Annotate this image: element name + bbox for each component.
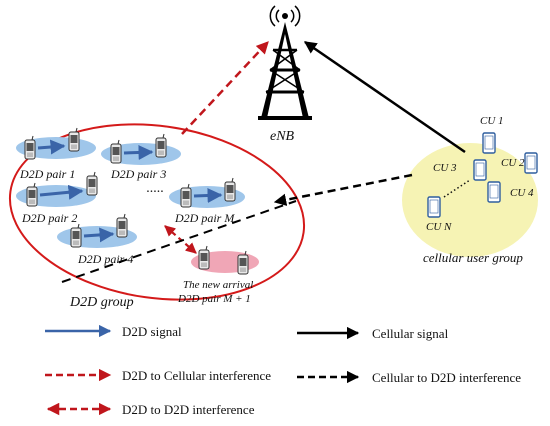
d2d-pair-4: D2D pair 4	[57, 213, 137, 266]
phone-icon	[224, 177, 236, 202]
phone-icon	[86, 171, 98, 196]
d2d-pair-m-label: D2D pair M	[174, 211, 235, 225]
cu-dotted-link	[443, 179, 471, 198]
legend: D2D signal Cellular signal D2D to Cellul…	[45, 324, 521, 417]
cellular-user-group-label: cellular user group	[423, 250, 523, 265]
d2d-signal-arrow	[83, 227, 115, 243]
phone-icon	[155, 133, 167, 158]
cu2-label: CU 2	[501, 157, 525, 169]
phone-icon	[110, 139, 122, 164]
tablet-icon	[473, 159, 487, 181]
d2d-pair-1-label: D2D pair 1	[19, 167, 75, 181]
legend-cellular-signal: Cellular signal	[297, 326, 449, 341]
tablet-icon	[427, 196, 441, 218]
phone-icon	[116, 213, 128, 238]
cellular-user-group-region	[402, 143, 538, 257]
legend-cellular-signal-label: Cellular signal	[372, 326, 449, 341]
enb-tower-icon	[258, 5, 312, 120]
group-boundary-dashed-line	[61, 200, 297, 283]
d2d-signal-arrow	[123, 144, 154, 160]
cun-label: CU N	[426, 221, 452, 233]
d2d-pair-2-label: D2D pair 2	[21, 211, 77, 225]
tablet-icon	[487, 181, 501, 203]
cu4-label: CU 4	[510, 187, 534, 199]
more-pairs-ellipsis: ·····	[146, 185, 164, 200]
cellular-users: CU 1 CU 2 CU 3 CU 4 CU N	[426, 115, 538, 233]
new-pair-label-line2: D2D pair M + 1	[177, 293, 251, 305]
new-pair-label-line1: The new arrival	[183, 279, 253, 291]
cellular-signal-arrow	[303, 40, 466, 154]
tablet-icon	[482, 132, 496, 154]
d2d-pair-3: D2D pair 3	[101, 133, 181, 181]
phone-icon	[26, 182, 38, 207]
legend-d2d-signal-label: D2D signal	[122, 324, 182, 339]
legend-d2d-to-cellular: D2D to Cellular interference	[45, 368, 271, 383]
enb-label: eNB	[270, 129, 295, 144]
legend-cellular-to-d2d-label: Cellular to D2D interference	[372, 370, 521, 385]
d2d-pair-m: D2D pair M	[169, 177, 245, 225]
cu3-label: CU 3	[433, 162, 457, 174]
legend-d2d-to-d2d: D2D to D2D interference	[46, 402, 255, 417]
tablet-icon	[524, 152, 538, 174]
d2d-pair-1: D2D pair 1	[16, 127, 96, 181]
legend-cellular-to-d2d: Cellular to D2D interference	[297, 370, 521, 385]
cellular-to-d2d-interference-arrow	[273, 173, 413, 206]
d2d-pair-new-arrival: The new arrival D2D pair M + 1	[177, 245, 259, 305]
legend-d2d-signal: D2D signal	[45, 324, 182, 339]
cu1-label: CU 1	[480, 115, 504, 127]
d2d-group-boundary	[8, 123, 306, 301]
phone-icon	[198, 245, 210, 270]
d2d-to-cellular-interference-arrow	[181, 41, 269, 135]
d2d-signal-arrow	[193, 188, 223, 203]
legend-d2d-to-d2d-label: D2D to D2D interference	[122, 402, 255, 417]
d2d-pair-3-label: D2D pair 3	[110, 167, 166, 181]
d2d-pair-4-label: D2D pair 4	[77, 252, 133, 266]
d2d-group-label: D2D group	[69, 295, 134, 310]
d2d-pair-2: D2D pair 2	[16, 171, 98, 225]
d2d-signal-arrow	[39, 184, 84, 200]
d2d-signal-arrow	[37, 139, 66, 155]
legend-d2d-to-cellular-label: D2D to Cellular interference	[122, 368, 271, 383]
d2d-to-d2d-interference-arrow	[164, 225, 197, 254]
